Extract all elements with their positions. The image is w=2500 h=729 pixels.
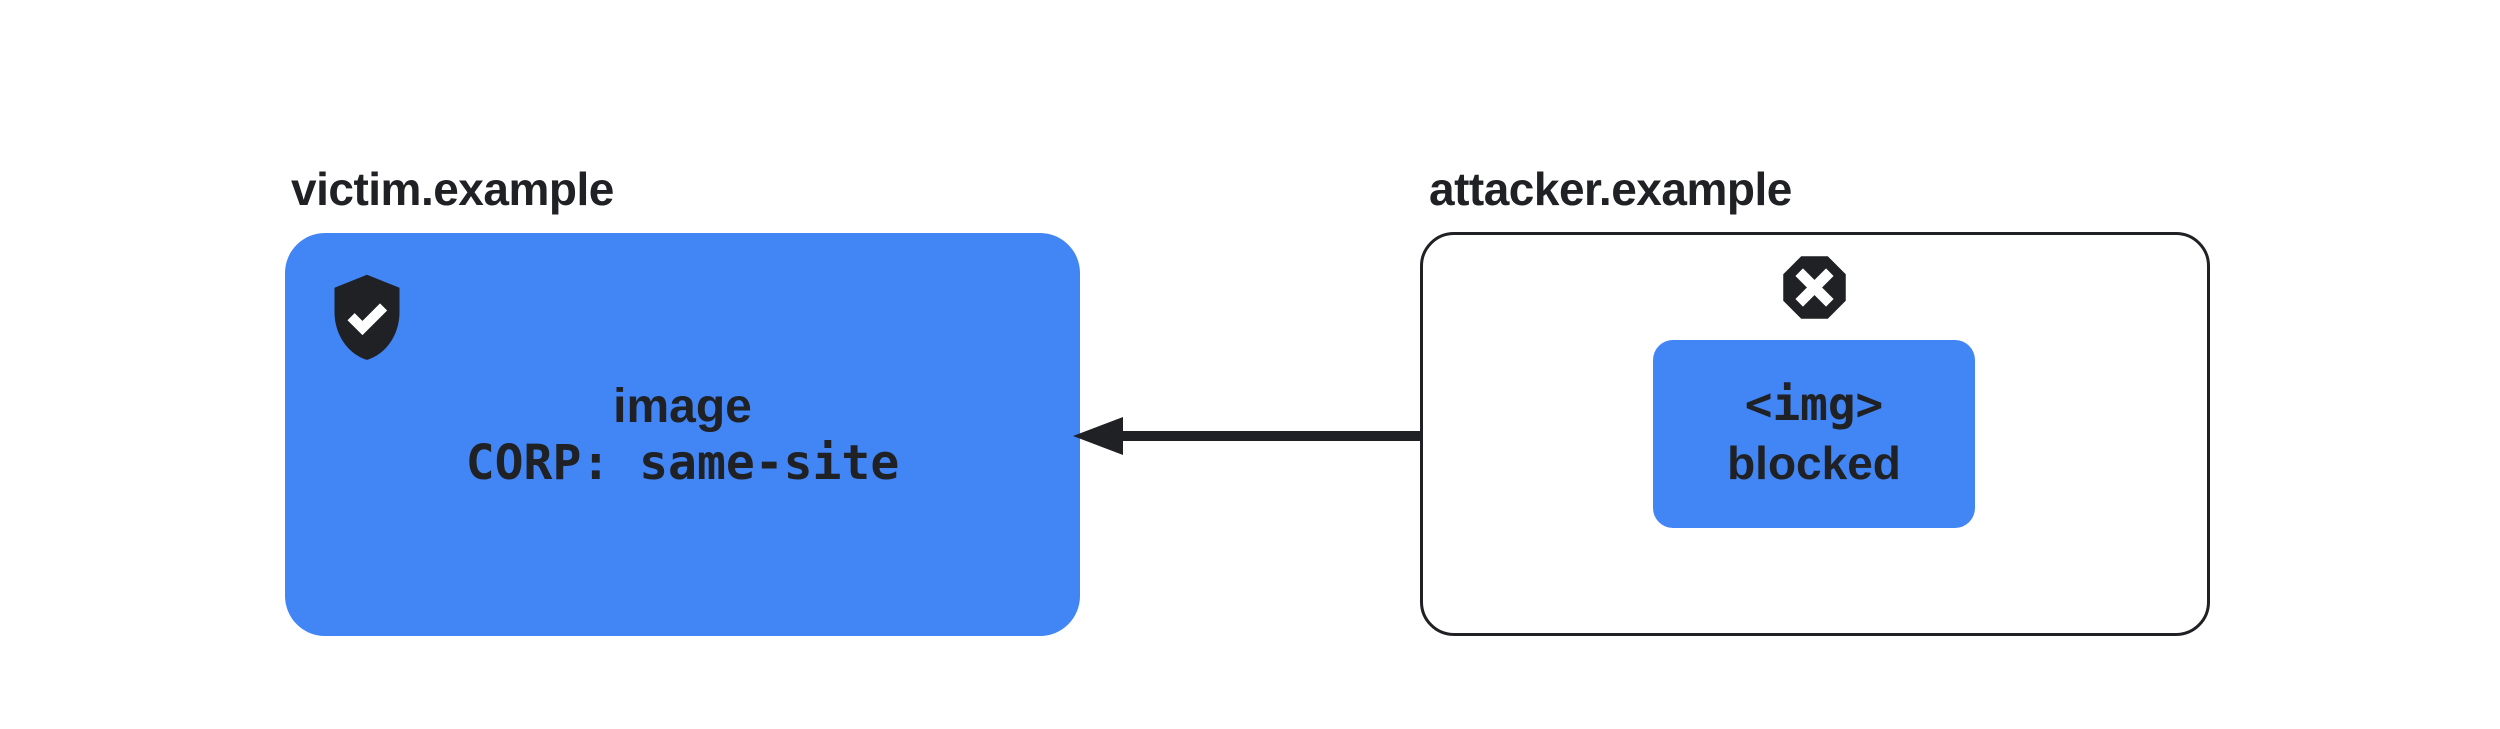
request-tag-label: <img> <box>1744 377 1884 431</box>
victim-corp-header: CORP: same-site <box>465 434 900 491</box>
victim-site-box: image CORP: same-site <box>285 233 1080 636</box>
request-status-label: blocked <box>1727 437 1901 489</box>
victim-site-title: victim.example <box>291 163 614 215</box>
victim-resource-label: image <box>613 379 752 433</box>
shield-check-icon <box>328 271 406 363</box>
request-box-text: <img> blocked <box>1727 375 1901 493</box>
octagon-x-icon <box>1776 250 1853 325</box>
attacker-site-box: <img> blocked <box>1420 232 2210 636</box>
attacker-site-title: attacker.example <box>1429 163 1792 215</box>
img-request-box: <img> blocked <box>1653 340 1975 528</box>
victim-box-text: image CORP: same-site <box>466 378 899 492</box>
arrowhead-icon <box>1073 417 1123 455</box>
